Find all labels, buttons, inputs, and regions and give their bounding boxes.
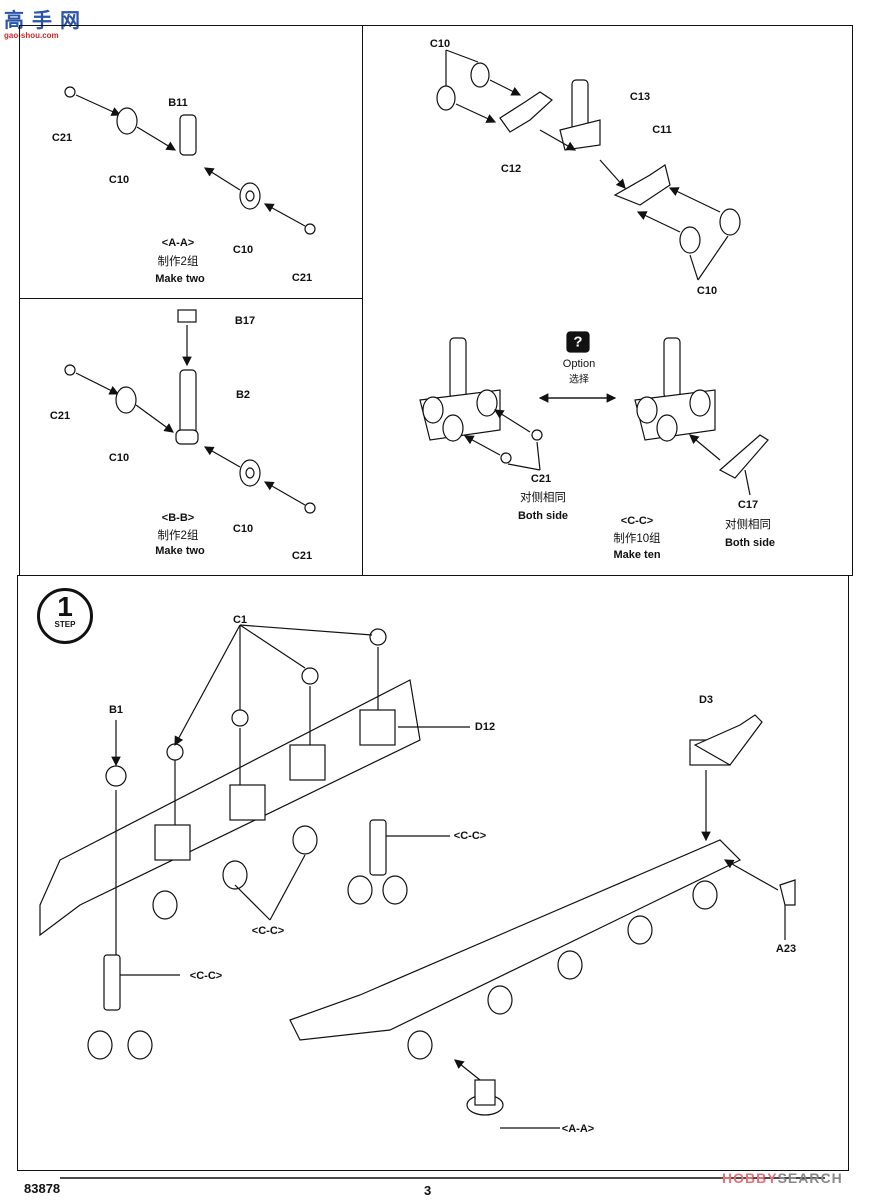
subassembly-title: <B-B> xyxy=(161,512,195,524)
subassembly-title: <C-C> xyxy=(620,515,654,527)
part-label: C21 xyxy=(51,132,73,144)
part-label: C10 xyxy=(429,38,451,50)
part-label: C1 xyxy=(232,614,248,626)
instruction-cn: 对侧相同 xyxy=(520,492,566,504)
instruction-cn: 制作2组 xyxy=(157,530,199,542)
watermark-logo: 高手网 gao-shou.com xyxy=(4,10,88,40)
diagram-c-c-options xyxy=(419,331,769,496)
subassembly-label: <A-A> xyxy=(561,1123,595,1135)
question-icon-glyph: ? xyxy=(573,333,583,351)
option-label: Option xyxy=(562,358,596,370)
part-label: C21 xyxy=(291,272,313,284)
instruction-en: Make ten xyxy=(613,549,661,561)
part-label: C10 xyxy=(108,174,130,186)
page-number: 3 xyxy=(424,1183,432,1198)
instruction-en: Both side xyxy=(517,510,569,522)
part-label: B2 xyxy=(235,389,251,401)
instruction-en: Make two xyxy=(155,273,205,285)
part-label: B17 xyxy=(234,315,256,327)
part-label: C21 xyxy=(49,410,71,422)
subassembly-label: <C-C> xyxy=(189,970,223,982)
diagram-b-b xyxy=(64,309,316,514)
part-label: D12 xyxy=(474,721,496,733)
part-label: C11 xyxy=(652,124,672,136)
subassembly-label: <C-C> xyxy=(453,830,487,842)
instruction-cn: 制作2组 xyxy=(157,256,199,268)
part-label: C21 xyxy=(291,550,313,562)
part-label: C10 xyxy=(232,244,254,256)
instruction-en: Make two xyxy=(155,545,205,557)
part-label: C17 xyxy=(737,499,759,511)
instruction-cn: 制作10组 xyxy=(613,533,661,545)
part-label: C12 xyxy=(500,163,522,175)
part-label: B1 xyxy=(108,704,124,716)
panel-step-1 xyxy=(17,575,849,1171)
part-label: C10 xyxy=(108,452,130,464)
instruction-cn: 对侧相同 xyxy=(725,519,771,531)
part-label: C10 xyxy=(696,285,718,297)
subassembly-label: <C-C> xyxy=(251,925,285,937)
part-label: C13 xyxy=(629,91,651,103)
step-badge: 1 STEP xyxy=(37,588,93,644)
watermark-hobbysearch: HOBBYSEARCH xyxy=(722,1170,843,1186)
instruction-en: Both side xyxy=(724,537,776,549)
diagram-a-a xyxy=(64,86,316,235)
part-label: B11 xyxy=(168,97,188,109)
part-label: C10 xyxy=(232,523,254,535)
product-code: 83878 xyxy=(24,1181,61,1196)
diagram-c-c-exploded xyxy=(436,49,741,281)
part-label: D3 xyxy=(698,694,714,706)
diagram-step-1 xyxy=(39,624,796,1129)
part-label: A23 xyxy=(775,943,797,955)
option-label-cn: 选择 xyxy=(569,374,589,386)
part-label: C21 xyxy=(530,473,552,485)
subassembly-title: <A-A> xyxy=(161,237,195,249)
question-icon xyxy=(566,331,590,353)
